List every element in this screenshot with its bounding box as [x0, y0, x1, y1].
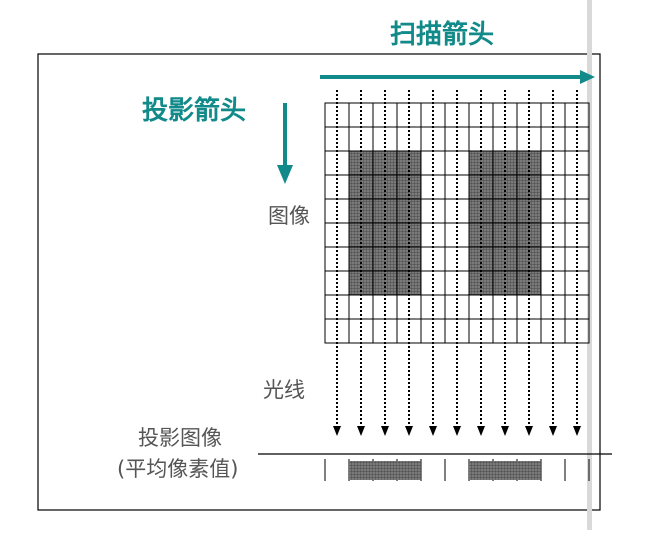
ray-arrowhead — [429, 426, 437, 436]
ray-arrowhead — [453, 426, 461, 436]
ray-arrowhead — [333, 426, 341, 436]
ray-arrowhead — [477, 426, 485, 436]
ray-arrowhead — [381, 426, 389, 436]
ray-arrowhead — [357, 426, 365, 436]
image-label: 图像 — [268, 204, 310, 228]
ray-arrowhead — [549, 426, 557, 436]
projection-arrow-head — [277, 165, 293, 184]
projection-bar-1 — [349, 461, 421, 480]
scan-arrow-head — [580, 70, 595, 84]
ray-arrowhead — [405, 426, 413, 436]
projection-image-label: 投影图像 — [138, 426, 222, 450]
projection-arrow-label: 投影箭头 — [142, 96, 247, 126]
ray-arrowhead — [525, 426, 533, 436]
scan-arrow-label: 扫描箭头 — [390, 20, 495, 50]
ray-arrowhead — [501, 426, 509, 436]
rays-label: 光线 — [263, 378, 305, 402]
projection-bar-2 — [469, 461, 541, 480]
ray-arrowhead — [573, 426, 581, 436]
average-pixel-label: (平均像素值) — [117, 457, 239, 481]
outer-frame — [37, 53, 601, 511]
